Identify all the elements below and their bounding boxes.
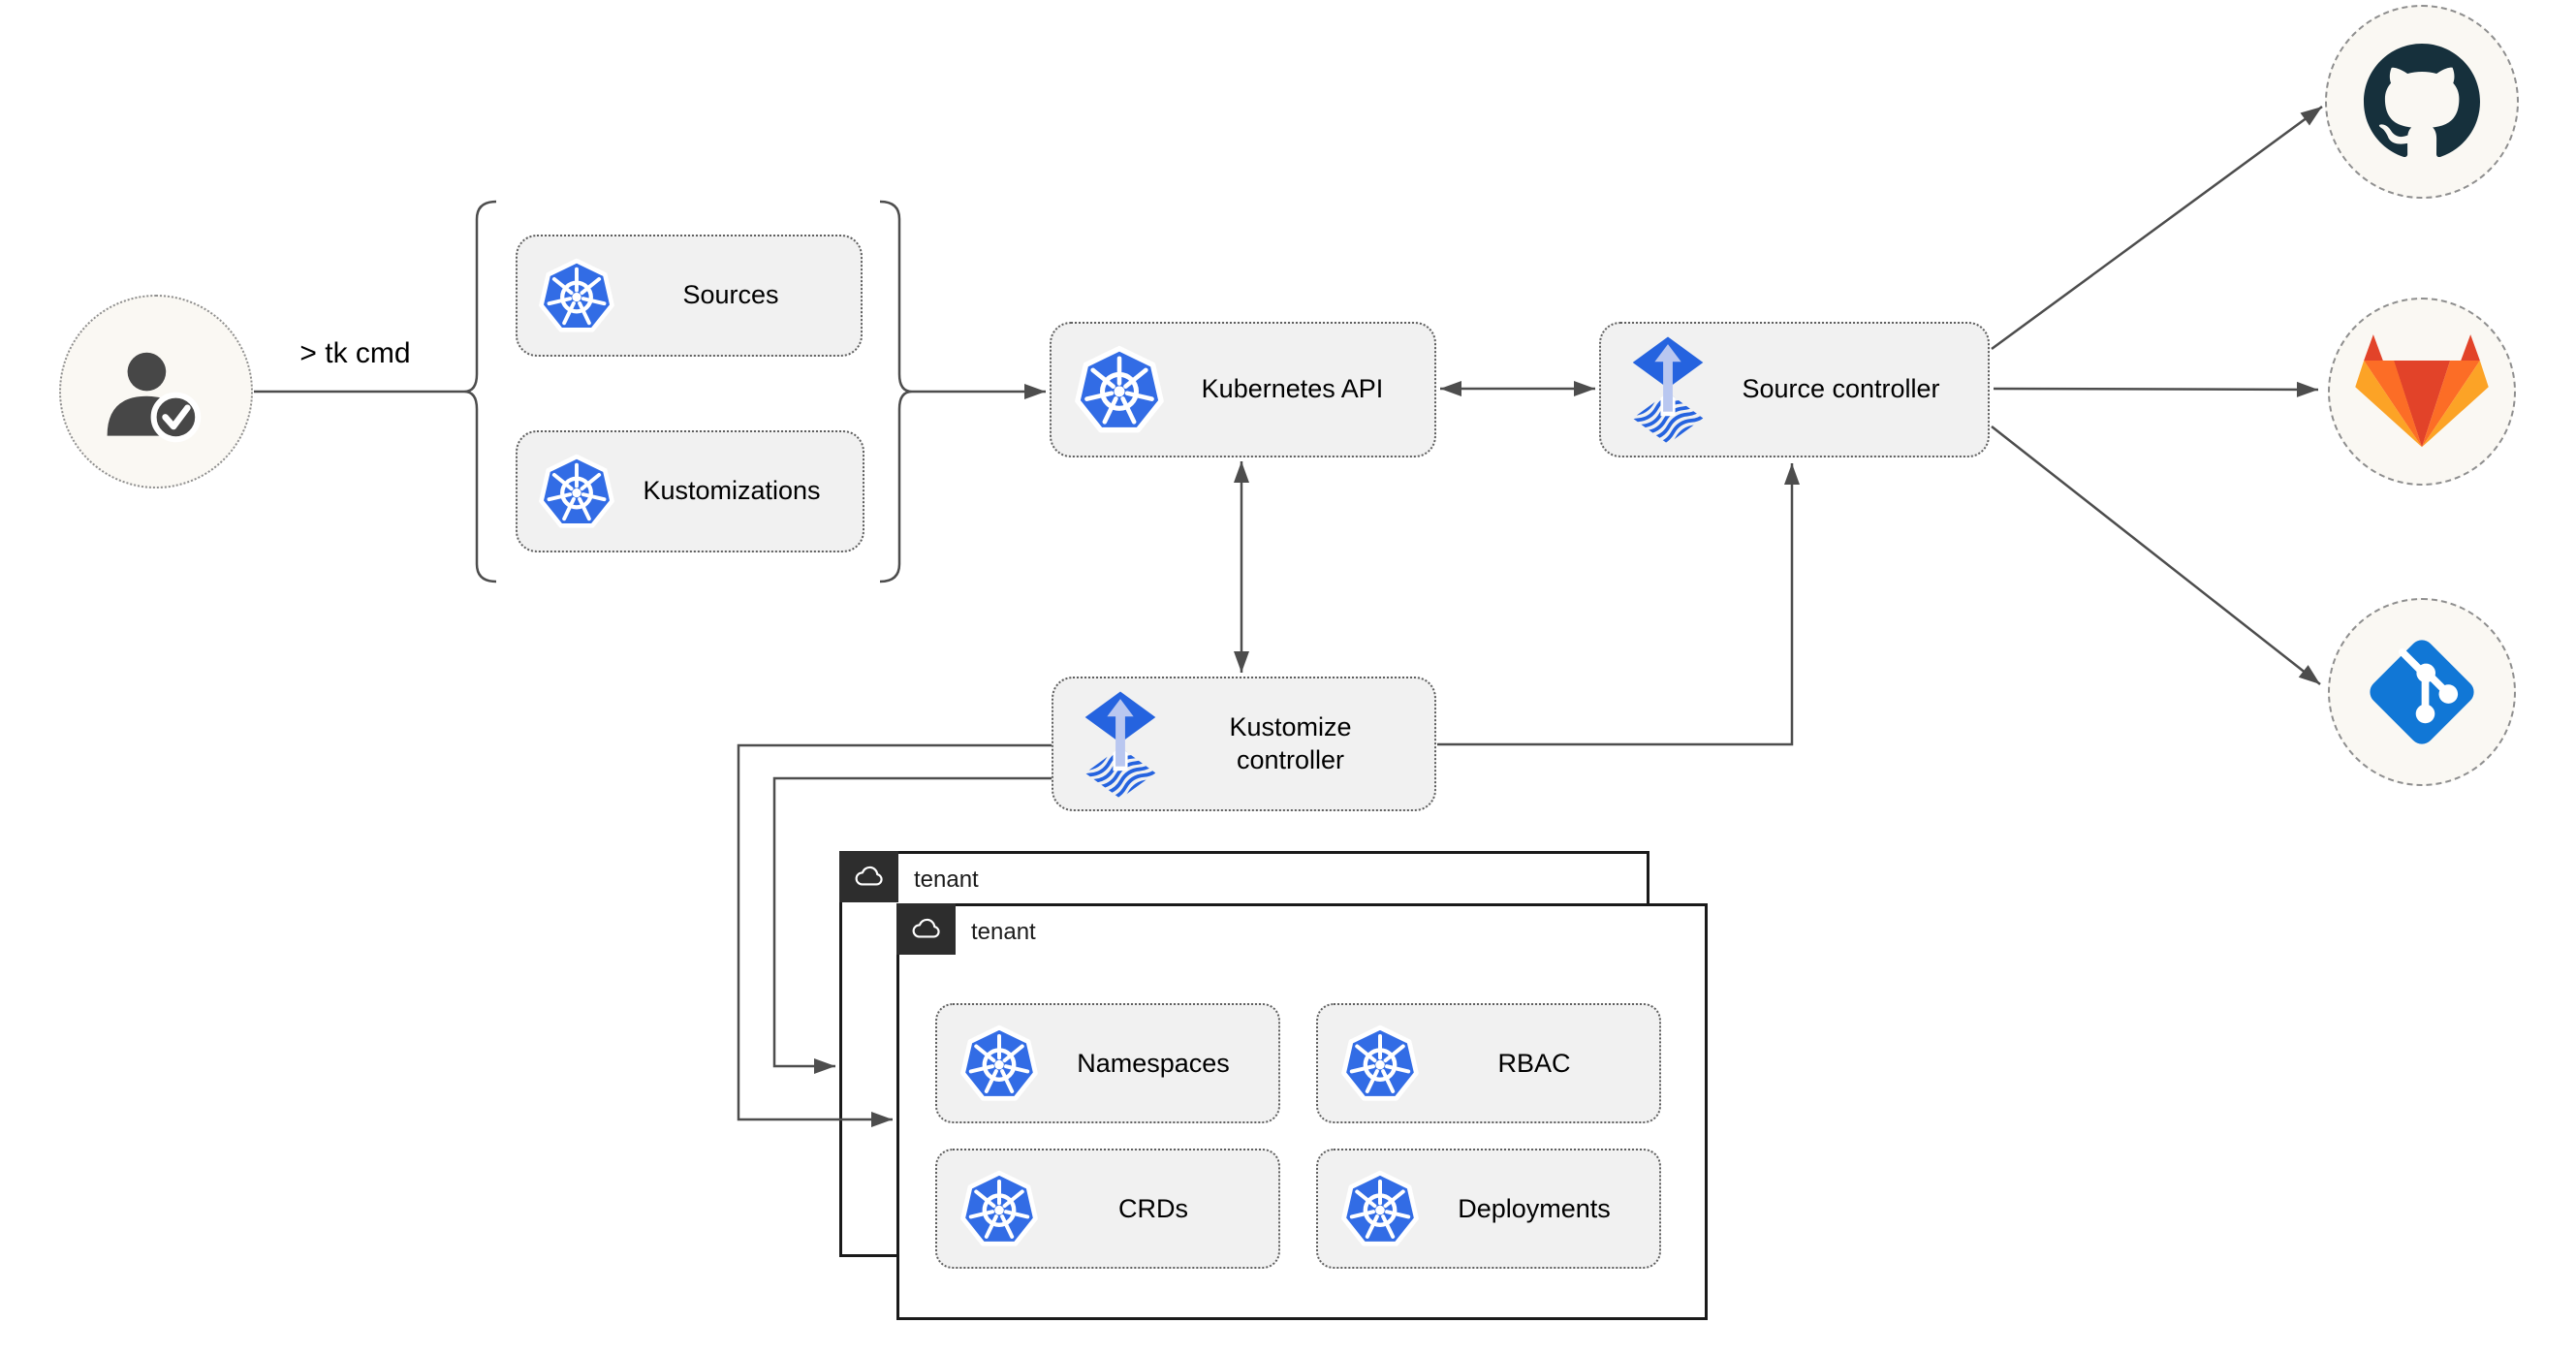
user-check-icon [98, 338, 214, 445]
kubernetes-icon [1318, 1024, 1419, 1102]
node-kubernetes-api-label: Kubernetes API [1201, 374, 1384, 404]
tenant-back-tab [839, 851, 898, 902]
github-icon [2364, 44, 2480, 158]
node-kustomizations: Kustomizations [516, 430, 864, 552]
cli-command-label: > tk cmd [299, 337, 411, 369]
tenant-front-tab [896, 903, 956, 955]
flux-icon [1053, 690, 1160, 799]
node-deployments: Deployments [1316, 1149, 1661, 1269]
node-crds-label: CRDs [1118, 1193, 1188, 1223]
node-source-controller: Source controller [1599, 322, 1990, 457]
edge-sourcectrl-git [1991, 425, 2321, 685]
node-deployments-label: Deployments [1458, 1193, 1611, 1223]
node-sources: Sources [516, 235, 863, 357]
node-source-controller-label: Source controller [1742, 374, 1940, 404]
node-kustomize-controller: Kustomize controller [1052, 677, 1436, 811]
node-kustomizations-label: Kustomizations [643, 476, 821, 506]
tenant-front-label: tenant [971, 919, 1036, 945]
user-node [59, 295, 253, 488]
left-brace [463, 200, 497, 583]
cloud-icon [855, 866, 883, 886]
tenant-container-front: tenant Namespaces RBAC CRDs Deployments [896, 903, 1708, 1320]
provider-gitlab [2328, 298, 2516, 486]
kubernetes-icon [518, 454, 614, 529]
node-crds: CRDs [935, 1149, 1280, 1269]
kubernetes-icon [1052, 345, 1164, 434]
edge-sourcectrl-gitlab [1993, 381, 2319, 397]
kubernetes-icon [1318, 1170, 1419, 1247]
flux-icon [1601, 335, 1708, 444]
right-brace [879, 200, 913, 583]
provider-github [2325, 5, 2519, 199]
node-rbac: RBAC [1316, 1003, 1661, 1123]
node-sources-label: Sources [682, 280, 779, 310]
node-kubernetes-api: Kubernetes API [1050, 322, 1436, 457]
edge-sourcectrl-github [1991, 105, 2323, 351]
node-namespaces: Namespaces [935, 1003, 1280, 1123]
cloud-icon [912, 918, 940, 938]
kubernetes-icon [937, 1170, 1038, 1247]
node-rbac-label: RBAC [1497, 1048, 1571, 1078]
git-icon [2354, 624, 2490, 760]
kubernetes-icon [518, 258, 614, 333]
node-namespaces-label: Namespaces [1077, 1048, 1230, 1078]
kubernetes-icon [937, 1024, 1038, 1102]
gitlab-icon [2355, 334, 2489, 448]
edge-kustomizectrl-sourcectrl [1437, 463, 1800, 746]
node-kustomize-controller-label: Kustomize controller [1229, 711, 1352, 774]
provider-git [2328, 598, 2516, 786]
tenant-back-label: tenant [914, 867, 979, 893]
